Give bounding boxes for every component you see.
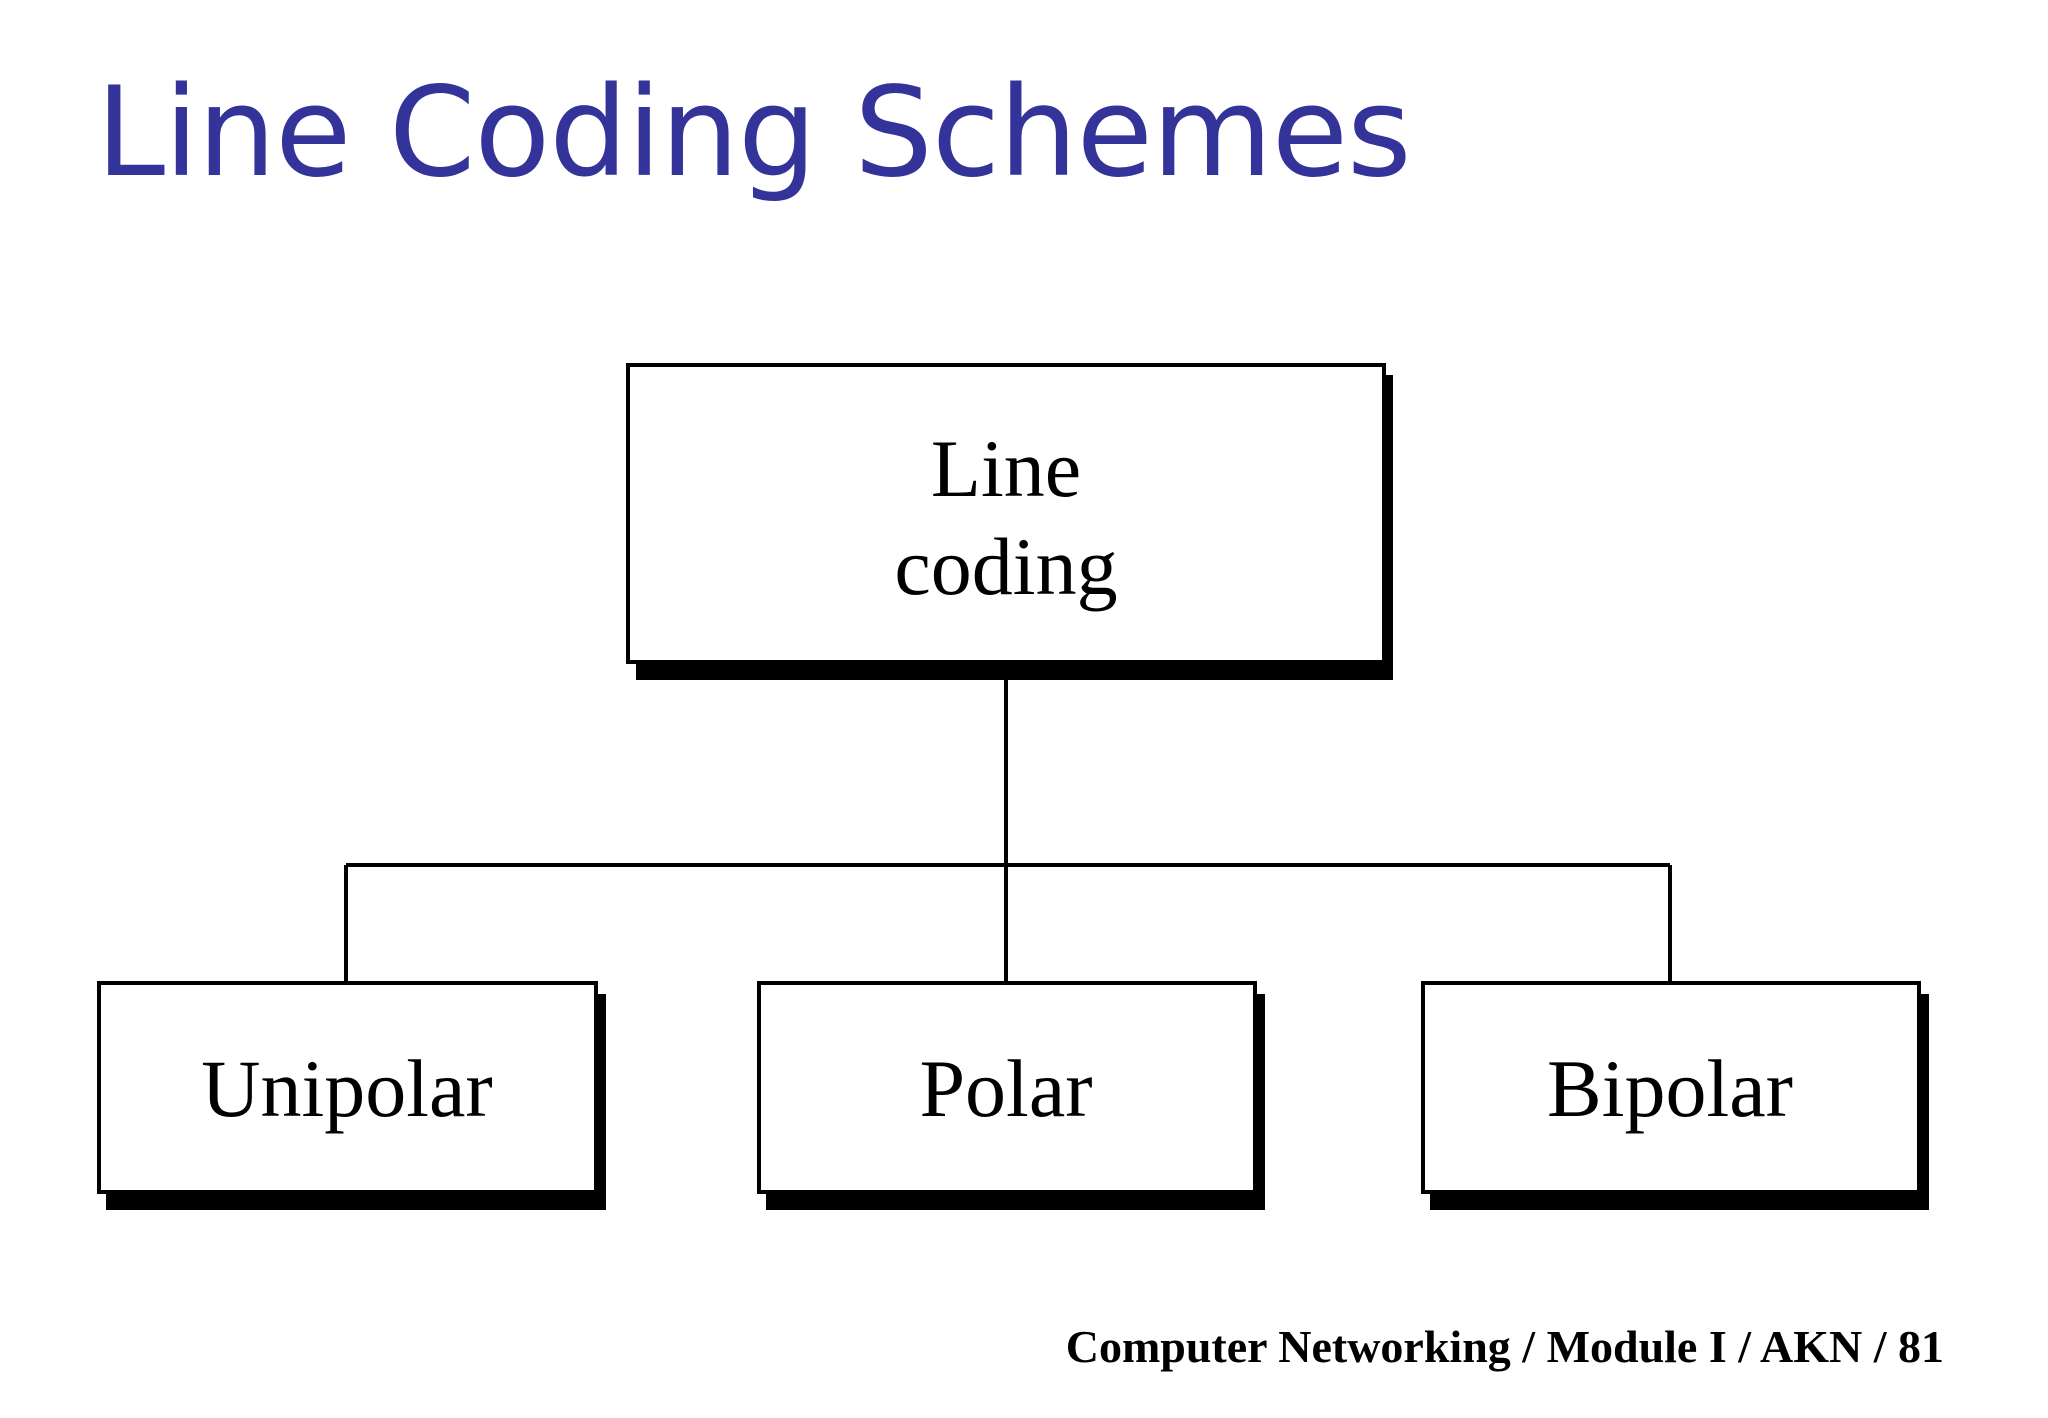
- node-box: [97, 981, 598, 1194]
- node-box: [626, 363, 1386, 664]
- node-label: Unipolar: [201, 1043, 492, 1134]
- slide-title: Line Coding Schemes: [96, 61, 1412, 205]
- slide-footer: Computer Networking / Module I / AKN / 8…: [1065, 1321, 1944, 1372]
- node-label: Polar: [919, 1043, 1092, 1134]
- node-bipolar: Bipolar: [1421, 981, 1929, 1210]
- node-label: Bipolar: [1547, 1043, 1793, 1134]
- node-box: [757, 981, 1257, 1194]
- node-polar: Polar: [757, 981, 1265, 1210]
- node-unipolar: Unipolar: [97, 981, 606, 1210]
- node-box: [1421, 981, 1921, 1194]
- node-line-coding: Line coding: [626, 363, 1393, 680]
- node-label-line1: Line: [931, 423, 1081, 514]
- node-label-line2: coding: [894, 521, 1117, 612]
